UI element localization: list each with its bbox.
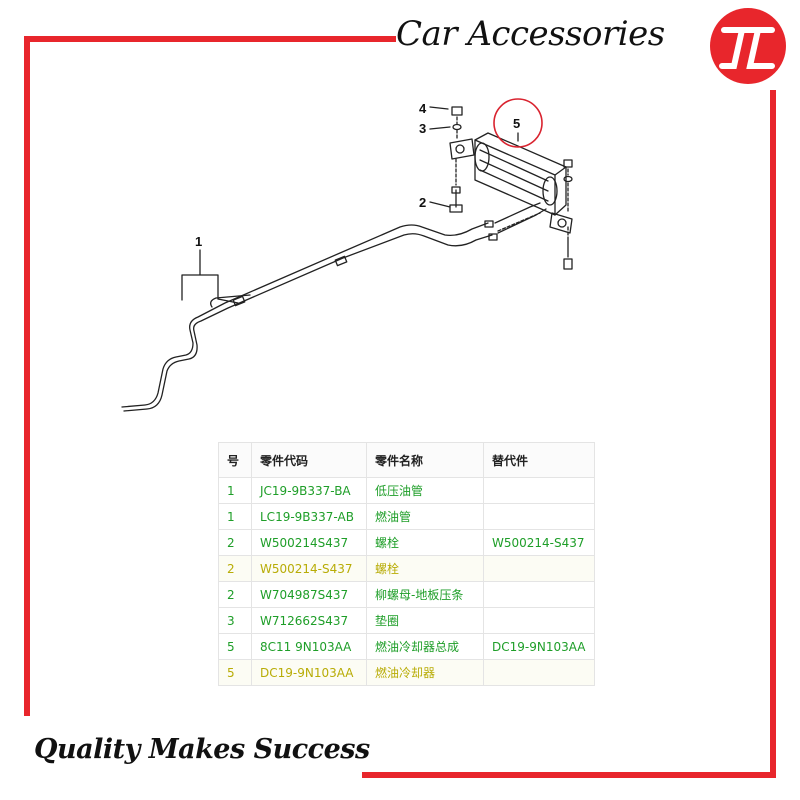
cooler-bracket-right [549,212,573,234]
cell-code: W500214S437 [251,529,367,556]
brand-logo-icon [710,8,786,84]
table-row: 5 8C11 9N103AA 燃油冷却器总成 DC19-9N103AA [218,633,595,660]
cell-code: JC19-9B337-BA [251,477,367,504]
cell-name: 低压油管 [366,477,484,504]
cell-code: W500214-S437 [251,555,367,582]
cell-alt [483,607,595,634]
cell-no: 5 [218,633,252,660]
callout-1: 1 [195,234,202,249]
cell-no: 5 [218,659,252,686]
header-no: 号 [218,442,252,478]
cell-alt [483,555,595,582]
footer-slogan: Quality Makes Success [34,734,370,765]
cell-code: W712662S437 [251,607,367,634]
cell-alt [483,659,595,686]
parts-table-header: 号 零件代码 零件名称 替代件 [218,442,595,478]
cell-name: 垫圈 [366,607,484,634]
cell-name: 燃油管 [366,503,484,530]
header-code: 零件代码 [251,442,367,478]
fuel-line-upper [121,222,489,408]
table-row: 5 DC19-9N103AA 燃油冷却器 [218,659,595,686]
table-row: 1 JC19-9B337-BA 低压油管 [218,477,595,504]
nut-4 [451,106,463,116]
cell-alt: DC19-9N103AA [483,633,595,660]
callout-2: 2 [419,195,426,210]
cell-no: 1 [218,503,252,530]
cell-code: LC19-9B337-AB [251,503,367,530]
fuel-line-lower [123,233,493,412]
callout-4: 4 [419,101,427,116]
fuel-cooler-body [474,139,556,216]
cell-alt [483,477,595,504]
cell-alt [483,581,595,608]
cell-no: 2 [218,529,252,556]
frame-right-line [770,90,776,776]
cell-alt [483,503,595,530]
cell-alt: W500214-S437 [483,529,595,556]
cell-name: 螺栓 [366,555,484,582]
header-title: Car Accessories [396,14,665,54]
washer-3 [452,123,462,131]
cell-code: 8C11 9N103AA [251,633,367,660]
cell-name: 燃油冷却器总成 [366,633,484,660]
frame-left-line [24,36,30,716]
cell-name: 柳螺母-地板压条 [366,581,484,608]
callout-5-highlight [493,98,543,148]
cell-name: 螺栓 [366,529,484,556]
callout-3: 3 [419,121,426,136]
table-row: 2 W500214S437 螺栓 W500214-S437 [218,529,595,556]
header-name: 零件名称 [366,442,484,478]
cell-name: 燃油冷却器 [366,659,484,686]
cell-code: W704987S437 [251,581,367,608]
cooler-bracket-left [449,138,475,160]
fuel-line-loop [210,294,251,308]
table-row: 1 LC19-9B337-AB 燃油管 [218,503,595,530]
callout-5: 5 [513,116,520,131]
cell-code: DC19-9N103AA [251,659,367,686]
frame-bottom-line [362,772,776,778]
cell-no: 1 [218,477,252,504]
frame-top-line [24,36,396,42]
parts-table: 号 零件代码 零件名称 替代件 1 JC19-9B337-BA 低压油管 1 L… [218,442,595,686]
table-row: 2 W500214-S437 螺栓 [218,555,595,582]
cell-no: 2 [218,555,252,582]
cell-no: 3 [218,607,252,634]
header-alt: 替代件 [483,442,595,478]
table-row: 3 W712662S437 垫圈 [218,607,595,634]
fuel-cooler-diagram: 1 2 3 4 5 [121,98,573,412]
callout-1-bracket [181,249,219,301]
table-row: 2 W704987S437 柳螺母-地板压条 [218,581,595,608]
cell-no: 2 [218,581,252,608]
